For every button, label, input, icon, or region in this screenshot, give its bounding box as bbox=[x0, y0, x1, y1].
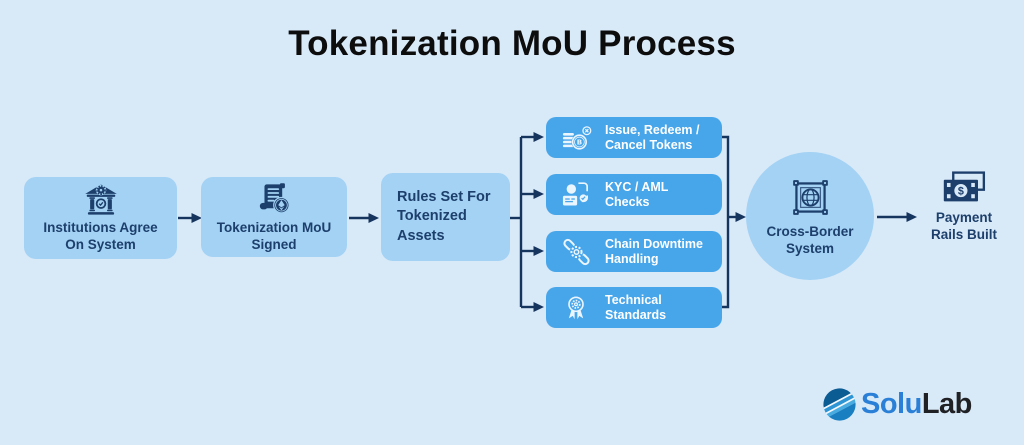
branch-label-line: Technical bbox=[605, 292, 662, 307]
branch-label-line: Standards bbox=[605, 307, 667, 322]
branch-label-line: Handling bbox=[605, 251, 659, 266]
chain-gear-icon bbox=[562, 238, 590, 265]
coins-cancel-icon: B bbox=[562, 126, 591, 150]
branch-label-line: KYC / AML bbox=[605, 179, 669, 194]
kyc-icon bbox=[562, 182, 588, 206]
banknote-icon: $ bbox=[943, 171, 985, 202]
solulab-wordmark: SoluLab bbox=[861, 387, 973, 420]
branch-technical-standards: Technical Standards bbox=[546, 287, 722, 328]
step-label-line: Signed bbox=[251, 236, 297, 252]
step-label-line: Assets bbox=[397, 227, 445, 244]
branch-issue-redeem-cancel-tokens: B Issue, Redeem / Cancel Tokens bbox=[546, 117, 722, 158]
step-payment-rails-built: $ Payment Rails Built bbox=[918, 169, 1010, 243]
step-label-line: Tokenized bbox=[397, 208, 467, 225]
branch-kyc-aml-checks: KYC / AML Checks bbox=[546, 174, 722, 215]
solulab-icon bbox=[823, 387, 856, 421]
branch-label-line: Issue, Redeem / bbox=[605, 122, 700, 137]
logo-text-lab: Lab bbox=[921, 387, 973, 420]
branch-label-line: Chain Downtime bbox=[605, 236, 703, 251]
svg-text:B: B bbox=[576, 138, 581, 147]
globe-frame-icon bbox=[792, 180, 828, 215]
step-rules-set-for-tokenized-assets: Rules Set For Tokenized Assets bbox=[381, 173, 510, 261]
scroll-icon bbox=[259, 182, 290, 213]
node-cross-border-system: Cross-Border System bbox=[746, 152, 874, 280]
badge-gear-icon bbox=[568, 295, 584, 319]
branch-chain-downtime-handling: Chain Downtime Handling bbox=[546, 231, 722, 272]
step-label-line: Institutions Agree bbox=[43, 220, 158, 235]
svg-text:$: $ bbox=[957, 185, 963, 197]
branch-label-line: Checks bbox=[605, 194, 650, 209]
step-label-line: Rules Set For bbox=[397, 188, 491, 205]
step-label-line: Payment bbox=[935, 210, 993, 225]
step-label-line: System bbox=[785, 241, 835, 256]
step-label-line: Tokenization MoU bbox=[216, 219, 332, 235]
logo-text-solu: Solu bbox=[861, 387, 922, 420]
institution-icon bbox=[84, 184, 117, 215]
step-institutions-agree: Institutions Agree On System bbox=[24, 177, 177, 259]
step-label-line: On System bbox=[65, 237, 136, 252]
step-label-line: Rails Built bbox=[930, 227, 997, 242]
step-label-line: Cross-Border bbox=[766, 224, 854, 239]
branch-label-line: Cancel Tokens bbox=[605, 137, 693, 152]
page-title: Tokenization MoU Process bbox=[288, 24, 736, 63]
solulab-logo: SoluLab bbox=[823, 385, 972, 423]
step-tokenization-mou-signed: Tokenization MoU Signed bbox=[201, 177, 347, 257]
